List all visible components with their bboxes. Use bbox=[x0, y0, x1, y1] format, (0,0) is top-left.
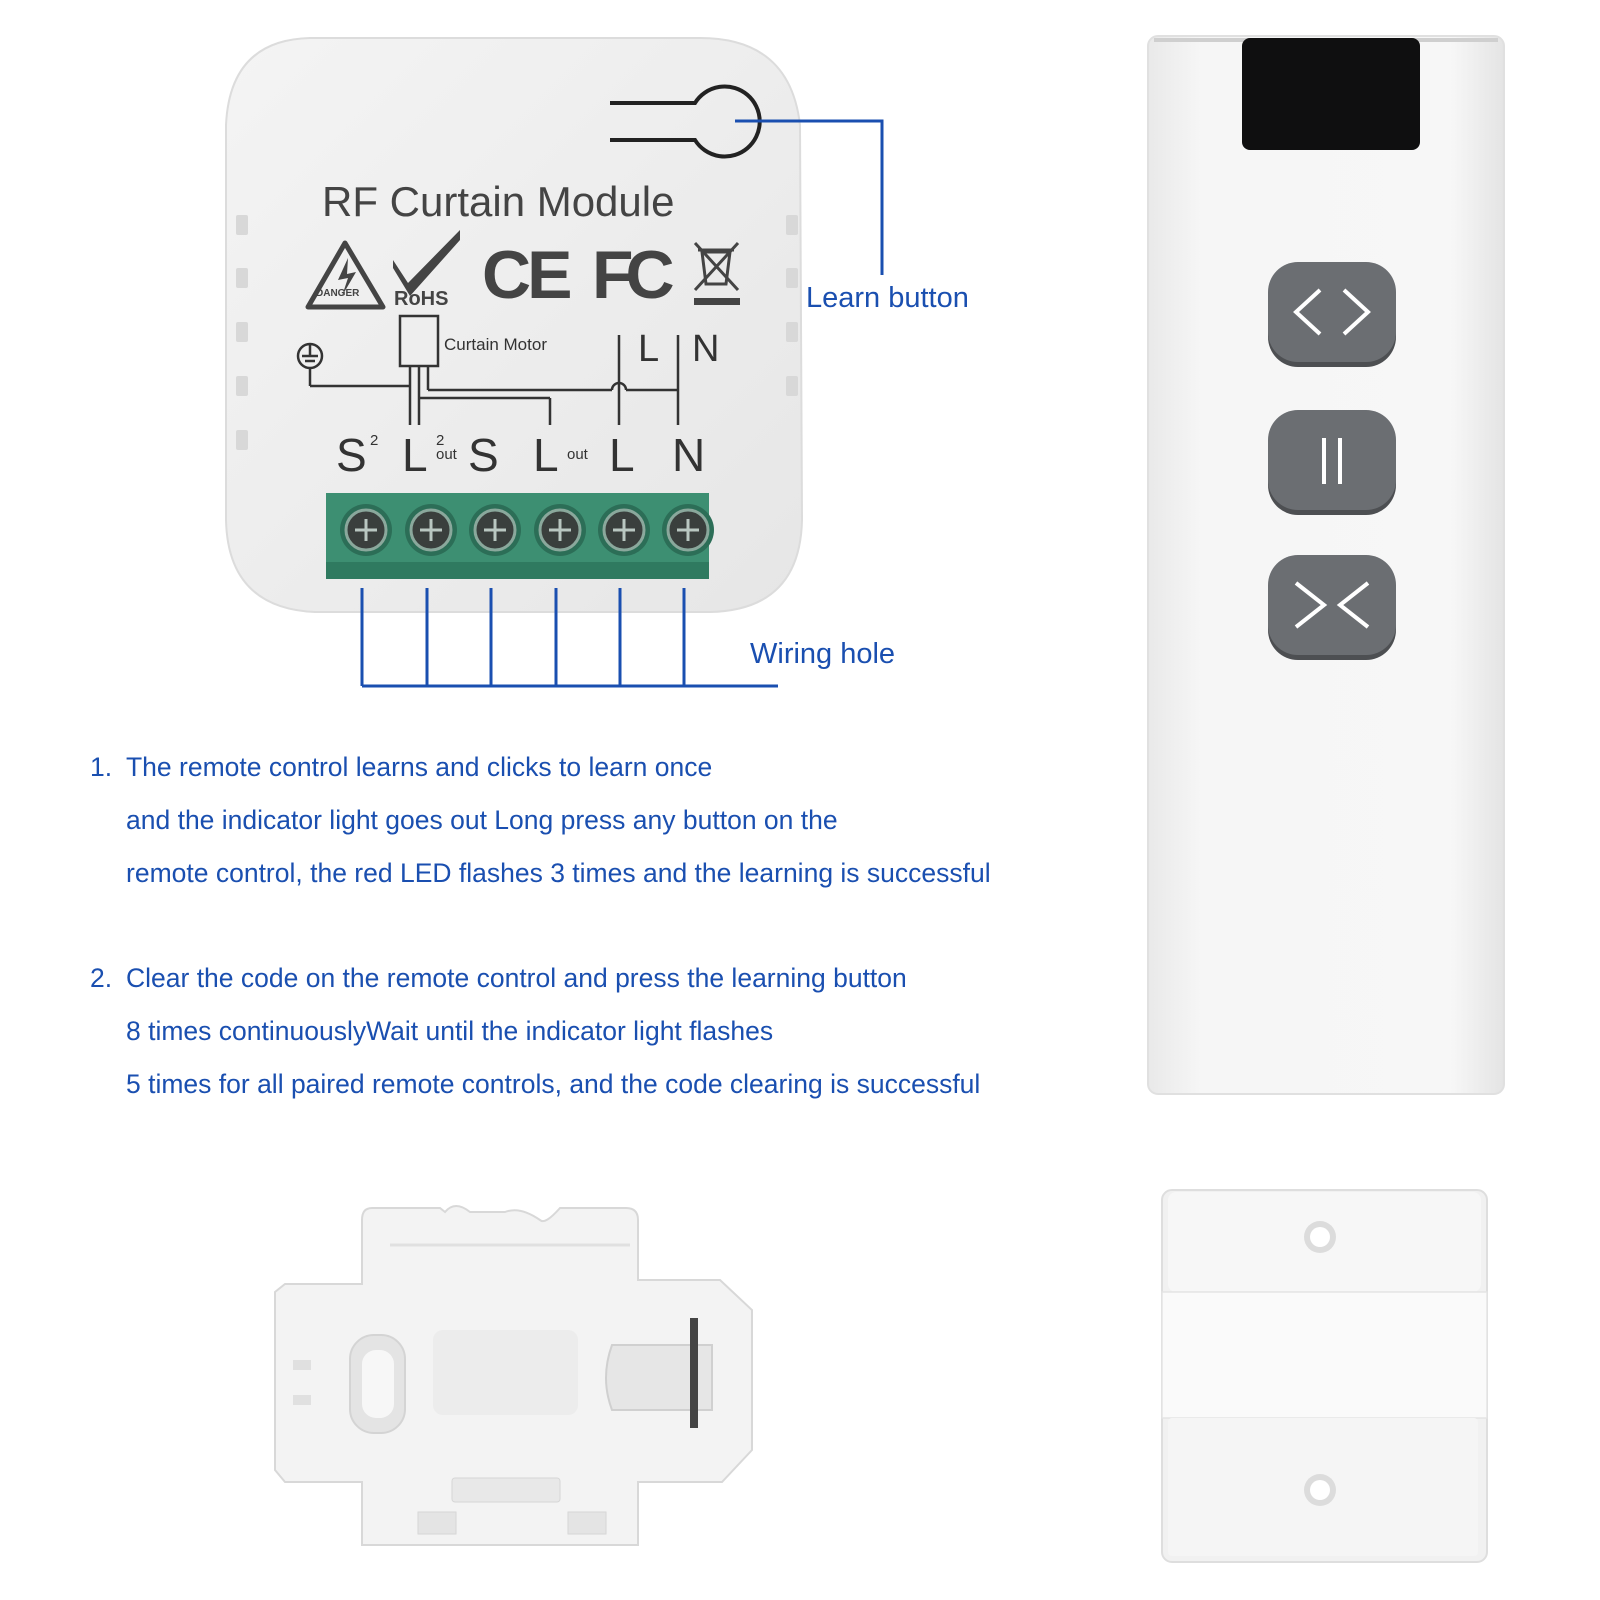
module-title: RF Curtain Module bbox=[322, 178, 675, 225]
remote-holder bbox=[1161, 1189, 1488, 1563]
instruction-2-number: 2. bbox=[90, 963, 113, 993]
ce-mark: CE bbox=[482, 237, 572, 313]
terminal-screw bbox=[469, 504, 521, 556]
wiring-hole-callout-lines bbox=[360, 588, 778, 688]
terminal-label: L bbox=[609, 428, 635, 482]
terminal-label-main: L bbox=[609, 429, 635, 481]
terminal-label-main: S bbox=[336, 429, 367, 481]
terminal-screw bbox=[662, 504, 714, 556]
terminal-screws bbox=[340, 504, 714, 556]
terminal-label: S bbox=[468, 428, 499, 482]
terminal-screw bbox=[534, 504, 586, 556]
open-button[interactable] bbox=[1268, 262, 1396, 362]
close-arrows-icon bbox=[1294, 581, 1370, 629]
terminal-label-main: L bbox=[533, 429, 559, 481]
remote-ir-window bbox=[1242, 38, 1420, 150]
instruction-1-number: 1. bbox=[90, 752, 113, 782]
wiring-hole-callout: Wiring hole bbox=[750, 638, 896, 670]
instruction-2-line-2: 8 times continuouslyWait until the indic… bbox=[126, 1016, 774, 1046]
terminal-label-sup: 2 bbox=[370, 432, 379, 449]
terminal-label-annotation: 2 bbox=[370, 432, 400, 449]
learn-callout-line bbox=[735, 119, 884, 275]
instruction-2-line-1: Clear the code on the remote control and… bbox=[126, 963, 907, 993]
terminal-screw bbox=[598, 504, 650, 556]
terminal-label-sub: out bbox=[567, 446, 588, 463]
terminal-screw bbox=[340, 504, 392, 556]
terminal-label: N bbox=[672, 428, 705, 482]
rohs-label: RoHS bbox=[394, 288, 449, 310]
instruction-2-line-3: 5 times for all paired remote controls, … bbox=[126, 1069, 981, 1099]
terminal-label-main: N bbox=[672, 429, 706, 481]
wall-bracket-left bbox=[274, 1205, 753, 1546]
danger-icon bbox=[305, 240, 386, 310]
terminal-label-sup: 2 bbox=[436, 432, 445, 449]
fcc-mark: FC bbox=[592, 237, 675, 313]
wiring-schematic bbox=[308, 314, 680, 425]
module-body bbox=[225, 37, 804, 613]
learn-button-callout: Learn button bbox=[806, 282, 969, 314]
instruction-1-line-2: and the indicator light goes out Long pr… bbox=[126, 805, 838, 835]
pause-button[interactable] bbox=[1268, 410, 1396, 510]
terminal-label-sub: out bbox=[436, 446, 457, 463]
supply-label-n: N bbox=[692, 328, 720, 370]
supply-label-l: L bbox=[638, 328, 660, 370]
terminal-label-annotation: out bbox=[567, 434, 597, 462]
terminal-label-main: S bbox=[468, 429, 499, 481]
instruction-1-line-3: remote control, the red LED flashes 3 ti… bbox=[126, 858, 991, 888]
curtain-motor-label: Curtain Motor bbox=[444, 335, 547, 354]
weee-bin-icon bbox=[693, 241, 740, 305]
terminal-label-main: L bbox=[402, 429, 428, 481]
pause-icon bbox=[1322, 438, 1342, 484]
danger-label: DANGER bbox=[316, 288, 360, 299]
terminal-screw bbox=[405, 504, 457, 556]
close-button[interactable] bbox=[1268, 555, 1396, 655]
instruction-1-line-1: The remote control learns and clicks to … bbox=[126, 752, 713, 782]
open-arrows-icon bbox=[1293, 288, 1371, 336]
